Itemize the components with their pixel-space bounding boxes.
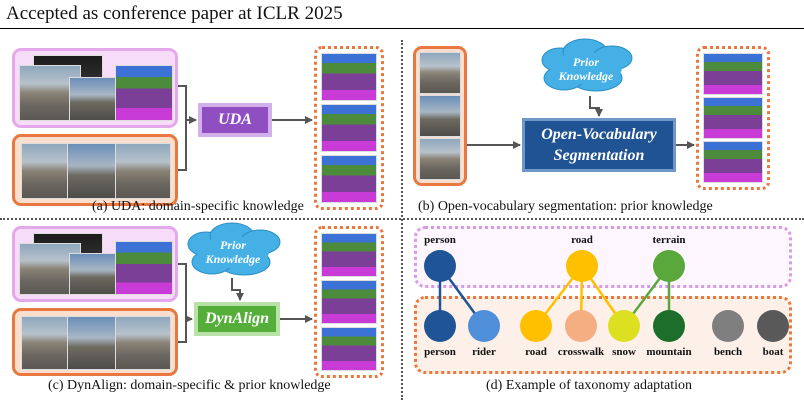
uda-label: UDA [218, 111, 252, 128]
caption-d: (d) Example of taxonomy adaptation [486, 378, 693, 393]
dynalign-output-segmentations [314, 226, 384, 378]
node-bench-target [712, 310, 744, 342]
label-road-target: road [525, 346, 547, 358]
cloud-icon [187, 222, 281, 276]
dynalign-method-box: DynAlign [194, 302, 280, 336]
node-person-target [424, 310, 456, 342]
label-person-target: person [424, 346, 456, 358]
vertical-divider [401, 40, 403, 400]
dynalign-target-images [12, 308, 178, 376]
ovs-output-segmentations [696, 46, 770, 190]
label-terrain-source: terrain [652, 234, 686, 246]
caption-a: (a) UDA: domain-specific knowledge [92, 199, 304, 214]
node-road-target [520, 310, 552, 342]
ovs-label-line2: Segmentation [553, 147, 645, 164]
node-mountain-target [653, 310, 685, 342]
ovs-method-box: Open-Vocabulary Segmentation [522, 118, 676, 172]
uda-source-images [12, 48, 178, 128]
label-road-source: road [571, 234, 593, 246]
caption-b: (b) Open-vocabulary segmentation: prior … [418, 199, 713, 214]
label-rider-target: rider [472, 346, 496, 358]
ovs-arrows [467, 96, 695, 149]
label-person-source: person [424, 234, 456, 246]
node-person-source [424, 250, 456, 282]
page-header: Accepted as conference paper at ICLR 202… [6, 3, 343, 24]
prior-knowledge-label-c: Prior Knowledge [205, 238, 261, 266]
uda-output-segmentations [314, 46, 384, 210]
label-crosswalk-target: crosswalk [557, 346, 605, 358]
node-road-source [566, 250, 598, 282]
caption-c: (c) DynAlign: domain-specific & prior kn… [48, 378, 331, 393]
header-rule [0, 28, 804, 29]
label-bench-target: bench [713, 346, 743, 358]
node-snow-target [608, 310, 640, 342]
prior-knowledge-label-b: Prior Knowledge [558, 55, 614, 83]
node-boat-target [757, 310, 789, 342]
uda-arrows [178, 85, 313, 171]
dynalign-source-images [12, 226, 178, 302]
dynalign-label: DynAlign [204, 310, 269, 327]
source-taxonomy-panel [414, 226, 792, 288]
uda-method-box: UDA [198, 103, 272, 137]
label-boat-target: boat [762, 346, 784, 358]
ovs-label-line1: Open-Vocabulary [541, 126, 657, 143]
node-rider-target [468, 310, 500, 342]
horizontal-divider [0, 218, 804, 220]
dynalign-arrows [178, 263, 313, 343]
label-mountain-target: mountain [646, 346, 692, 358]
node-terrain-source [653, 250, 685, 282]
label-snow-target: snow [612, 346, 636, 358]
cloud-icon [541, 38, 633, 92]
uda-target-images [12, 134, 178, 206]
node-crosswalk-target [565, 310, 597, 342]
ovs-input-images [413, 46, 467, 186]
